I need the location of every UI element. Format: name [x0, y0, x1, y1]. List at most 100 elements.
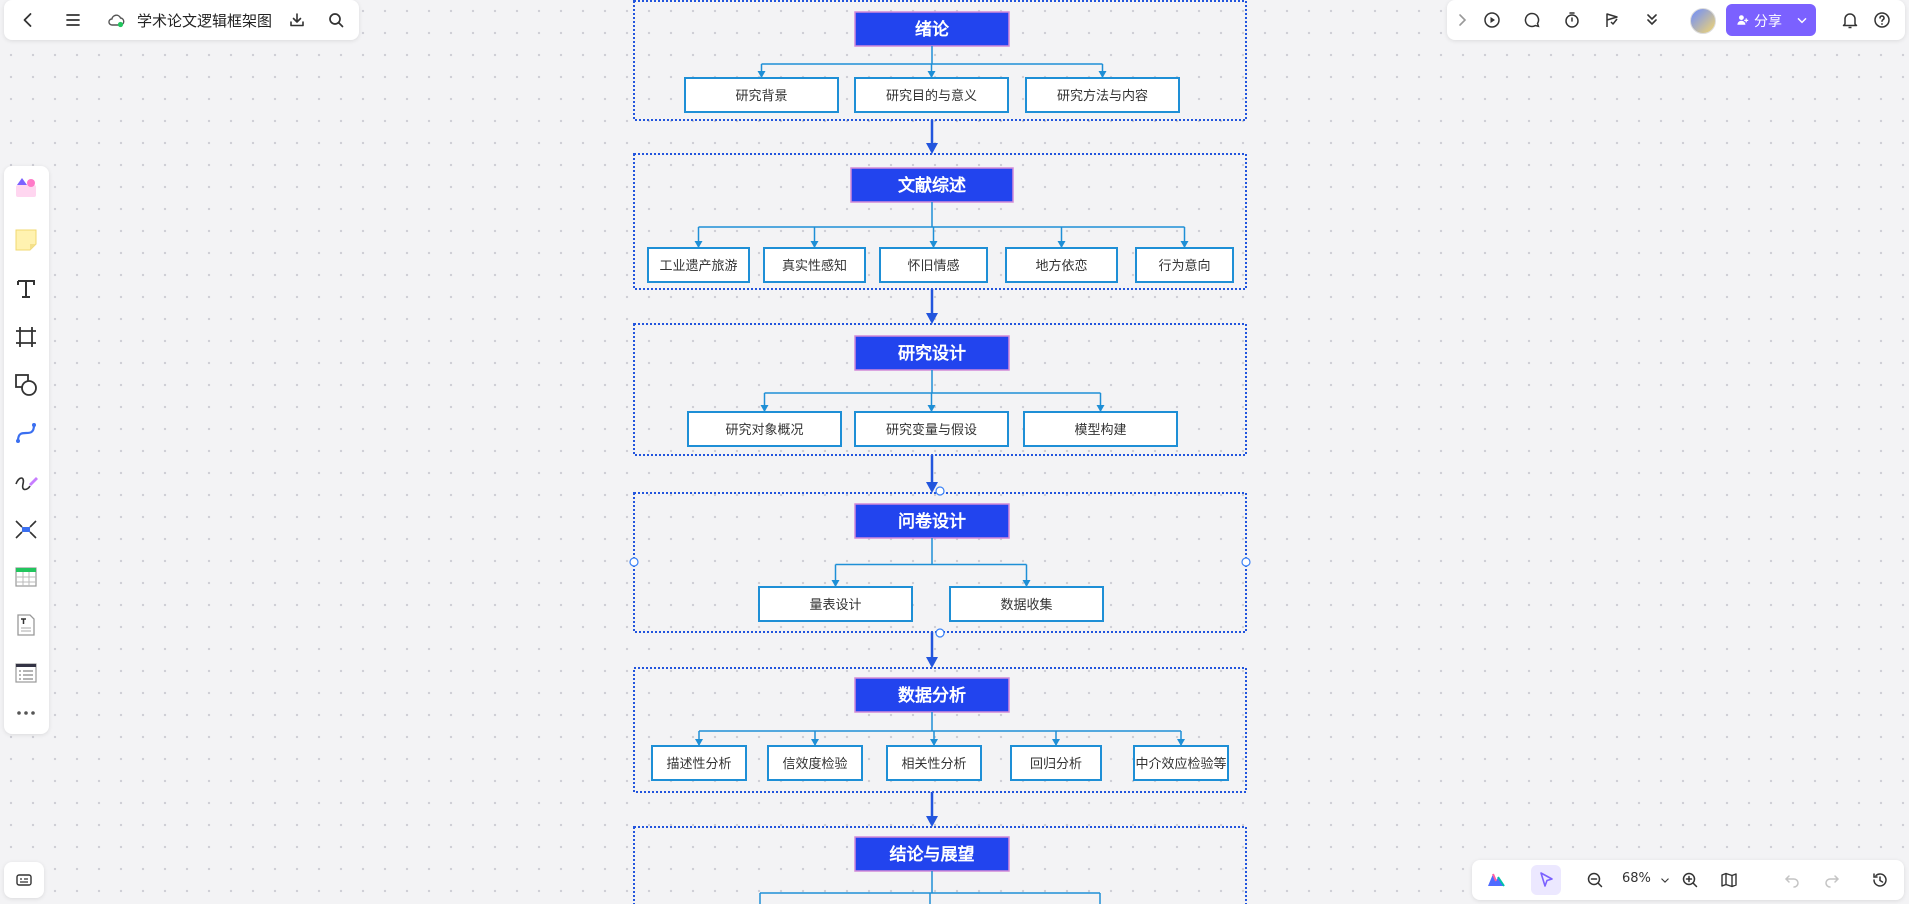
share-dropdown-icon[interactable] [1794, 12, 1810, 28]
selection-handle[interactable] [1241, 557, 1251, 567]
share-button[interactable]: 分享 [1726, 4, 1816, 36]
child-node-label: 工业遗产旅游 [659, 259, 737, 274]
diagram-section[interactable]: 结论与展望 [633, 826, 1247, 904]
section-title-node[interactable] [854, 836, 1010, 872]
child-node[interactable] [767, 745, 863, 781]
user-avatar[interactable] [1690, 8, 1716, 34]
child-node[interactable] [886, 745, 982, 781]
child-node[interactable] [684, 77, 839, 113]
connector-line-icon[interactable] [9, 416, 43, 450]
zoom-level[interactable]: 68% [1622, 871, 1651, 886]
more-tools-icon[interactable] [9, 700, 43, 726]
child-node-label: 描述性分析 [666, 757, 731, 772]
list-tool-icon[interactable] [9, 656, 43, 690]
diagram-section[interactable]: 数据分析描述性分析信效度检验相关性分析回归分析中介效应检验等 [633, 667, 1247, 793]
section-title-node[interactable] [854, 503, 1010, 539]
cloud-saved-icon [101, 5, 131, 35]
child-node[interactable] [854, 411, 1009, 447]
document-title[interactable]: 学术论文逻辑框架图 [137, 12, 273, 30]
selection-handle[interactable] [935, 628, 945, 638]
diagram-section[interactable]: 文献综述工业遗产旅游真实性感知怀旧情感地方依恋行为意向 [633, 153, 1247, 290]
section-title: 研究设计 [898, 343, 966, 364]
undo-icon[interactable] [1777, 865, 1807, 895]
child-node-label: 地方依恋 [1035, 258, 1087, 274]
shape-tool-icon[interactable] [9, 368, 43, 402]
child-node[interactable] [651, 745, 747, 781]
child-node[interactable] [854, 77, 1009, 113]
timer-icon[interactable] [1557, 5, 1587, 35]
zoom-out-icon[interactable] [1580, 865, 1610, 895]
section-title: 数据分析 [898, 685, 966, 706]
section-group-frame[interactable] [633, 667, 1247, 793]
child-node[interactable] [1133, 745, 1229, 781]
bottom-left-panel [4, 862, 44, 898]
zoom-dropdown-icon[interactable] [1655, 865, 1675, 895]
child-node-label: 研究对象概况 [725, 423, 803, 438]
section-title: 问卷设计 [898, 511, 966, 532]
share-label: 分享 [1754, 14, 1782, 30]
child-node[interactable] [1135, 247, 1234, 283]
vote-flag-icon[interactable] [1597, 5, 1627, 35]
history-icon[interactable] [1865, 865, 1895, 895]
help-icon[interactable] [1867, 5, 1897, 35]
more-chevrons-icon[interactable] [1637, 5, 1667, 35]
minimap-icon[interactable] [1714, 865, 1744, 895]
child-node[interactable] [1005, 247, 1118, 283]
section-title-node[interactable] [854, 677, 1010, 713]
download-icon[interactable] [282, 5, 312, 35]
child-node[interactable] [758, 586, 913, 622]
zoom-in-icon[interactable] [1675, 865, 1705, 895]
child-node[interactable] [879, 247, 988, 283]
comment-icon[interactable] [1517, 5, 1547, 35]
child-node-label: 研究方法与内容 [1057, 88, 1148, 104]
search-icon[interactable] [321, 5, 351, 35]
child-node[interactable] [687, 411, 842, 447]
top-right-toolbar: 分享 [1447, 0, 1905, 40]
text-doc-tool-icon[interactable] [9, 608, 43, 642]
menu-icon[interactable] [58, 5, 88, 35]
child-node-label: 量表设计 [809, 598, 861, 613]
bottom-right-toolbar: 68% [1472, 860, 1904, 900]
mindmap-tool-icon[interactable] [9, 512, 43, 546]
back-icon[interactable] [13, 5, 43, 35]
selection-handle[interactable] [935, 486, 945, 496]
left-toolbar [4, 166, 49, 734]
child-node[interactable] [763, 247, 866, 283]
section-title: 绪论 [915, 19, 950, 40]
selection-handle[interactable] [629, 557, 639, 567]
diagram-section[interactable]: 问卷设计量表设计数据收集 [633, 492, 1247, 633]
section-title-node[interactable] [854, 11, 1010, 47]
ai-assistant-logo-icon[interactable] [1481, 865, 1511, 895]
section-group-frame[interactable] [633, 826, 1247, 904]
child-node[interactable] [1023, 411, 1178, 447]
child-node[interactable] [949, 586, 1104, 622]
frame-tool-icon[interactable] [9, 320, 43, 354]
sticky-note-icon[interactable] [9, 223, 43, 257]
section-group-frame[interactable] [633, 0, 1247, 121]
redo-icon[interactable] [1817, 865, 1847, 895]
child-node[interactable] [1025, 77, 1180, 113]
child-node-label: 相关性分析 [901, 757, 966, 772]
child-node[interactable] [647, 247, 750, 283]
child-node-label: 行为意向 [1158, 258, 1210, 274]
section-group-frame[interactable] [633, 323, 1247, 456]
child-node-label: 研究变量与假设 [886, 422, 977, 438]
select-tool-button[interactable] [1531, 865, 1561, 895]
diagram-section[interactable]: 绪论研究背景研究目的与意义研究方法与内容 [633, 0, 1247, 121]
child-node-label: 信效度检验 [782, 756, 847, 772]
diagram-section[interactable]: 研究设计研究对象概况研究变量与假设模型构建 [633, 323, 1247, 456]
child-node[interactable] [1010, 745, 1102, 781]
notification-bell-icon[interactable] [1835, 5, 1865, 35]
table-tool-icon[interactable] [9, 560, 43, 594]
child-node-label: 中介效应检验等 [1135, 756, 1226, 772]
keyboard-shortcuts-icon[interactable] [9, 865, 39, 895]
expand-chevron-icon[interactable] [1447, 5, 1477, 35]
text-tool-icon[interactable] [9, 272, 43, 306]
present-play-icon[interactable] [1477, 5, 1507, 35]
section-title-node[interactable] [850, 167, 1014, 203]
section-group-frame[interactable] [633, 153, 1247, 290]
template-shapes-icon[interactable] [9, 171, 43, 205]
section-title: 文献综述 [898, 175, 966, 196]
pen-tool-icon[interactable] [9, 464, 43, 498]
